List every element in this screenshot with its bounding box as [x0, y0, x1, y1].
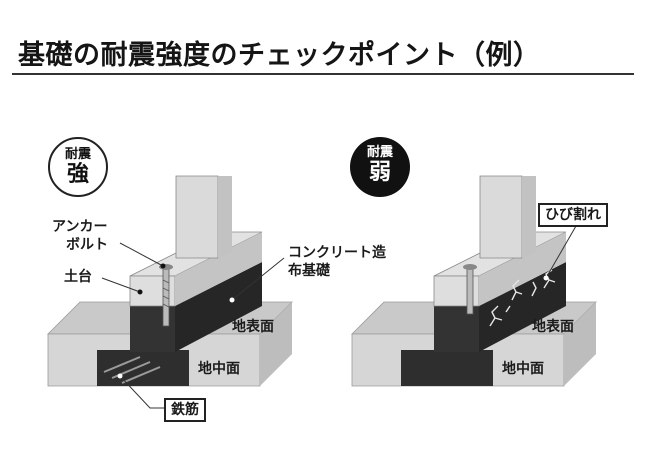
label-anchor-bolt-1: アンカー: [52, 219, 108, 235]
strong-foundation-diagram: [47, 175, 293, 409]
label-crack: ひび割れ: [538, 203, 608, 227]
leader-concrete: [231, 257, 285, 301]
leader-sill: [101, 277, 141, 293]
label-anchor-bolt-2: ボルト: [66, 237, 108, 253]
label-ground-surface: 地表面: [232, 319, 274, 335]
weak-foundation-diagram: [351, 175, 597, 387]
ground-slab-side: [260, 302, 292, 386]
anchor-bolt: [466, 265, 474, 315]
leader-dot: [137, 289, 143, 295]
sill-side: [479, 232, 566, 306]
anchor-bolt-thread: [162, 287, 170, 292]
column-front: [175, 175, 219, 259]
leader-dot: [543, 275, 549, 281]
column-side: [522, 176, 536, 258]
stem-wall-side: [175, 262, 262, 352]
label-sill: 土台: [64, 269, 92, 285]
label-underground: 地中面: [502, 361, 544, 377]
leader-dot: [117, 373, 123, 379]
anchor-bolt-thread: [162, 303, 170, 308]
rebar-bar: [121, 366, 161, 384]
leader-dot: [160, 263, 166, 269]
footing: [97, 350, 189, 386]
anchor-bolt-thread: [162, 279, 170, 284]
seismic-weak-badge: 耐震 弱: [350, 137, 410, 197]
rebar-bar: [103, 356, 141, 373]
leader-rebar: [119, 375, 164, 409]
label-underground: 地中面: [198, 361, 240, 377]
seismic-strong-badge: 耐震 強: [48, 137, 108, 197]
label-concrete-1: コンクリート造: [288, 245, 386, 261]
column-side: [218, 176, 232, 258]
label-concrete-2: 布基礎: [288, 263, 330, 279]
badge-label: 耐震: [366, 145, 393, 160]
leader-crack: [545, 225, 577, 279]
anchor-bolt-thread: [162, 295, 170, 300]
column-front: [479, 175, 523, 259]
leader-anchor-bolt: [119, 242, 164, 267]
badge-value: 強: [66, 162, 89, 187]
anchor-bolt: [162, 265, 170, 327]
anchor-bolt-nut: [463, 264, 477, 270]
sill-side: [175, 232, 262, 306]
stem-wall-front: [434, 306, 479, 352]
leader-dot: [229, 297, 235, 303]
label-rebar: 鉄筋: [164, 398, 206, 422]
stem-wall-side: [479, 262, 566, 352]
label-ground-surface: 地表面: [532, 319, 574, 335]
badge-label: 耐震: [64, 147, 91, 162]
page-title: 基礎の耐震強度のチェックポイント（例）: [18, 40, 541, 71]
title-divider: [12, 73, 634, 75]
footing: [401, 350, 493, 386]
badge-value: 弱: [368, 160, 391, 185]
ground-slab-side: [564, 302, 596, 386]
